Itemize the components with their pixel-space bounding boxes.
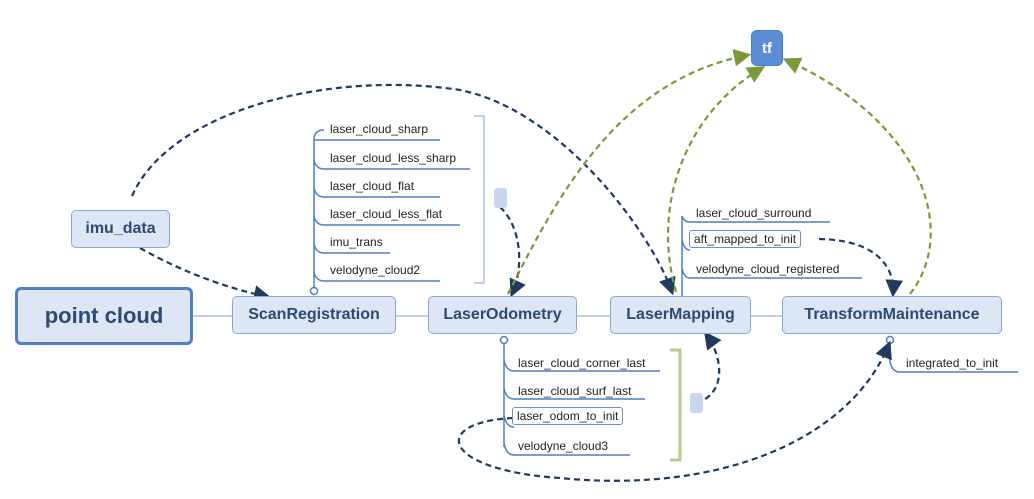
scan-registration-collapse-handle[interactable]	[494, 188, 507, 208]
topic-laser-cloud-surf-last[interactable]: laser_cloud_surf_last	[518, 384, 632, 398]
topic-laser-cloud-flat[interactable]: laser_cloud_flat	[330, 179, 415, 193]
topic-laser-cloud-corner-last[interactable]: laser_cloud_corner_last	[518, 356, 646, 370]
scanreg-topics-to-odometry-arrow	[499, 206, 526, 298]
topic-laser-cloud-less-sharp[interactable]: laser_cloud_less_sharp	[330, 151, 457, 165]
topic-laser-cloud-less-flat[interactable]: laser_cloud_less_flat	[330, 207, 443, 221]
odometry-topics-to-mapping-arrow	[695, 331, 722, 405]
scan-registration-node[interactable]: ScanRegistration	[232, 296, 396, 334]
laser-odometry-bracket	[670, 348, 682, 462]
aft-mapped-to-transform-arrow	[818, 237, 903, 298]
laser-odometry-node[interactable]: LaserOdometry	[428, 296, 577, 334]
topic-laser-cloud-surround[interactable]: laser_cloud_surround	[696, 206, 812, 220]
odometry-to-tf-arrow	[507, 49, 752, 295]
topic-velodyne-cloud3[interactable]: velodyne_cloud3	[518, 439, 609, 453]
scan-registration-bracket	[474, 115, 485, 284]
laser-odometry-collapse-handle[interactable]	[690, 393, 703, 413]
topic-velodyne-cloud2[interactable]: velodyne_cloud2	[330, 263, 421, 277]
topic-imu-trans[interactable]: imu_trans	[330, 235, 383, 249]
topic-laser-cloud-sharp[interactable]: laser_cloud_sharp	[330, 122, 429, 136]
transform-to-tf-arrow	[782, 57, 932, 295]
dark-dashed-arrows	[130, 83, 903, 482]
scan-registration-tree	[309, 129, 470, 296]
mapping-to-tf-arrow	[667, 66, 766, 293]
laser-mapping-tree	[681, 215, 862, 296]
laser-mapping-node[interactable]: LaserMapping	[610, 296, 751, 334]
imu-to-lasermapping-arrow	[130, 83, 676, 296]
topic-laser-odom-to-init[interactable]: laser_odom_to_init	[512, 407, 624, 425]
imu-to-scanreg-arrow	[139, 247, 272, 303]
green-dashed-arrows	[507, 49, 932, 295]
imu-data-node[interactable]: imu_data	[71, 210, 170, 248]
topic-velodyne-cloud-registered[interactable]: velodyne_cloud_registered	[696, 262, 840, 276]
tf-node[interactable]: tf	[751, 30, 783, 66]
point-cloud-node[interactable]: point cloud	[15, 287, 193, 345]
topic-aft-mapped-to-init[interactable]: aft_mapped_to_init	[689, 230, 802, 248]
topic-integrated-to-init[interactable]: integrated_to_init	[906, 356, 999, 370]
transform-maintenance-node[interactable]: TransformMaintenance	[782, 296, 1002, 334]
laser-odometry-tree	[499, 335, 660, 456]
